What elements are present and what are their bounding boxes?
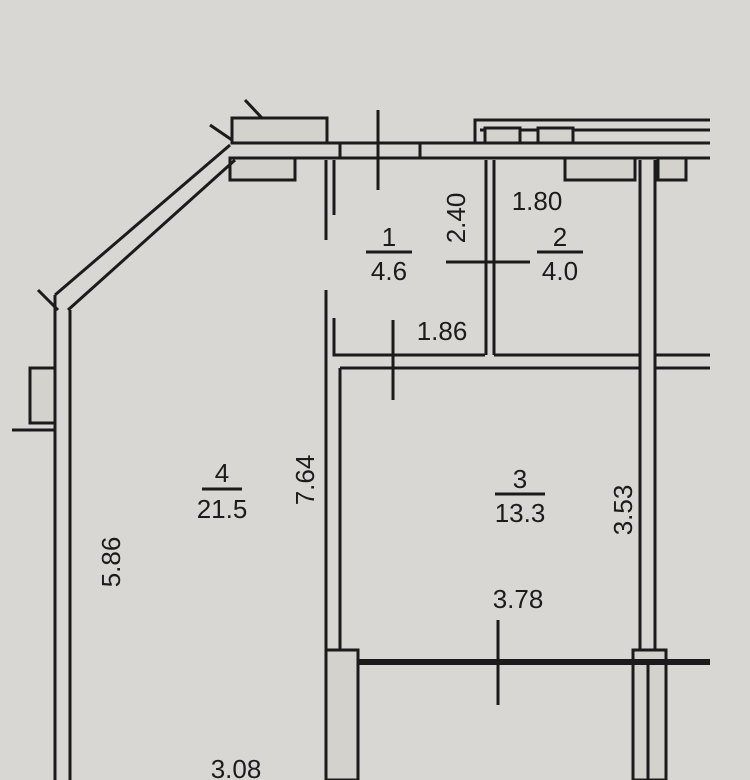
room-2-number: 2: [553, 222, 567, 252]
dimension-1-86: 1.86: [417, 316, 468, 346]
dimension-1-80: 1.80: [512, 186, 563, 216]
room-4-area: 21.5: [197, 494, 248, 524]
room-2-area: 4.0: [542, 256, 578, 286]
dimension-3-08: 3.08: [211, 754, 262, 780]
room-labels: 1 4.6 2 4.0 3 13.3 4 21.5: [197, 222, 578, 528]
room-3-area: 13.3: [495, 498, 546, 528]
room-4-number: 4: [215, 458, 229, 488]
room-1-number: 1: [382, 222, 396, 252]
dimension-7-64: 7.64: [290, 455, 320, 506]
dimension-3-53: 3.53: [608, 485, 638, 536]
dimension-2-40: 2.40: [441, 193, 471, 244]
room-3-number: 3: [513, 464, 527, 494]
dimension-5-86: 5.86: [96, 537, 126, 588]
walls: [12, 98, 710, 780]
room-1-area: 4.6: [371, 256, 407, 286]
dimension-3-78: 3.78: [493, 584, 544, 614]
dimension-labels: 2.40 1.80 1.86 7.64 3.53 3.78 5.86 3.08: [96, 186, 638, 780]
